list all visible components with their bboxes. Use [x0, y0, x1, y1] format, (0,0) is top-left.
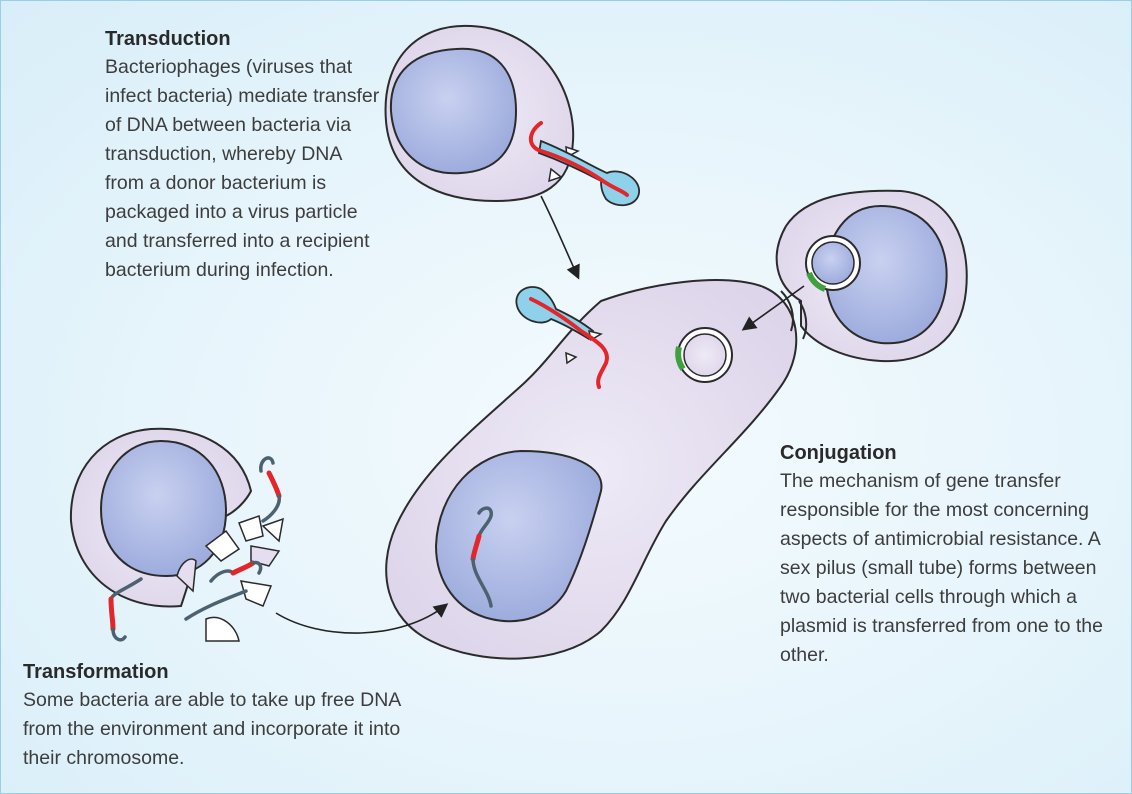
- free-dna-red: [266, 470, 282, 499]
- recipient-plasmid-inner: [683, 333, 727, 377]
- recipient-chromosome-dna-slate: [471, 557, 493, 608]
- free-dna-slate: [209, 569, 235, 583]
- recipient-chromosome-dna-red: [470, 533, 482, 562]
- donor-cell-conjugation: [775, 189, 968, 363]
- donor-plasmid-inner: [811, 241, 855, 285]
- membrane-fragment: [205, 616, 240, 642]
- free-dna-red: [230, 560, 256, 576]
- transformation-text-block: Transformation Some bacteria are able to…: [23, 661, 423, 773]
- transduction-text-block: Transduction Bacteriophages (viruses tha…: [105, 28, 385, 285]
- free-dna-slate: [251, 560, 263, 575]
- transduction-description: Bacteriophages (viruses that infect bact…: [105, 56, 380, 281]
- free-dna-slate: [261, 494, 281, 523]
- membrane-fragment: [204, 529, 241, 562]
- recipient-spike: [565, 351, 578, 365]
- membrane-fragment: [238, 515, 264, 542]
- donor-dna-red: [528, 121, 629, 197]
- membrane-fragment: [176, 558, 197, 593]
- donor-nucleoid: [389, 47, 518, 175]
- membrane-fragment: [239, 580, 273, 607]
- conjugation-text-block: Conjugation The mechanism of gene transf…: [780, 442, 1120, 670]
- lysed-cell-nucleoid: [99, 439, 228, 578]
- donor-plasmid-marker: [806, 271, 827, 292]
- recipient-cell: [385, 279, 798, 660]
- arrow-transformation: [275, 603, 449, 634]
- transduction-title: Transduction: [105, 28, 231, 50]
- recipient-chromosome-dna-slate: [477, 506, 493, 538]
- arrow-transduction: [540, 195, 580, 280]
- recipient-plasmid-marker: [675, 346, 686, 371]
- free-dna-red: [108, 596, 116, 632]
- free-dna-slate: [259, 456, 275, 473]
- donor-cell-transduction: [384, 24, 640, 207]
- conjugation-description: The mechanism of gene transfer responsib…: [780, 470, 1103, 666]
- arrow-conjugation: [741, 285, 805, 331]
- sex-pilus: [780, 290, 808, 340]
- membrane-fragment: [250, 545, 281, 567]
- recipient-dna-red-phage: [529, 297, 609, 389]
- donor-cell-spike: [548, 167, 563, 183]
- free-dna-slate: [184, 589, 248, 621]
- free-dna-slate: [111, 627, 127, 642]
- transformation-title: Transformation: [23, 661, 169, 683]
- conjugation-title: Conjugation: [780, 442, 897, 464]
- transformation-description: Some bacteria are able to take up free D…: [23, 689, 401, 769]
- membrane-fragment: [261, 517, 284, 543]
- lysed-cell-transformation: [69, 427, 284, 642]
